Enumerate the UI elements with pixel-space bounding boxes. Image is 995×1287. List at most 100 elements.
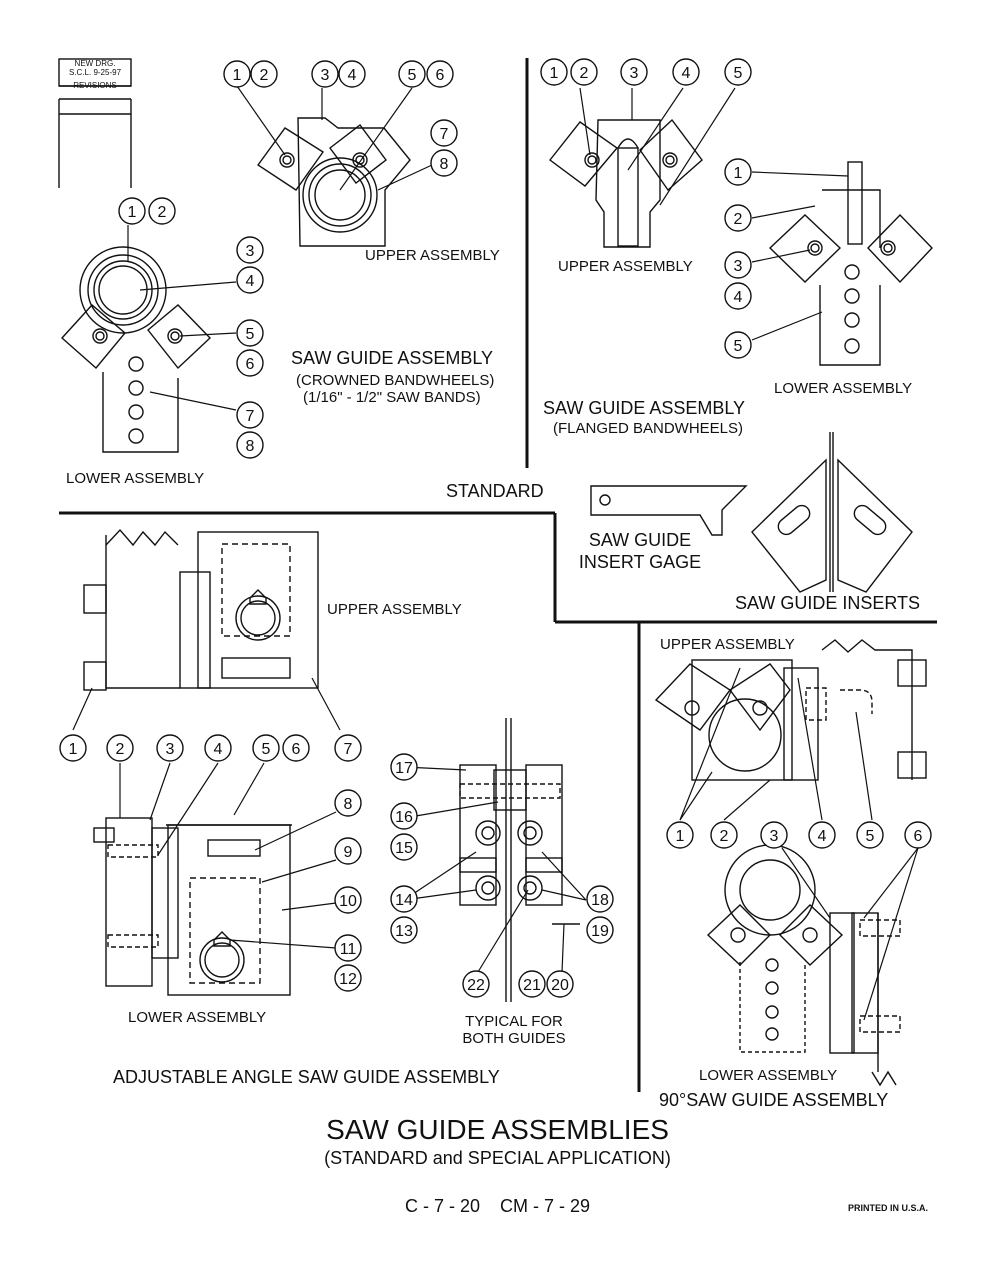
callout: 2 <box>580 65 589 82</box>
revision-date: S.C.L. 9-25-97 <box>68 68 122 77</box>
callout: 4 <box>818 828 827 845</box>
callout: 10 <box>339 893 357 910</box>
crowned-lower-assembly <box>61 246 211 453</box>
callout: 5 <box>734 65 743 82</box>
callout: 11 <box>340 941 357 958</box>
revisions-header: REVISIONS <box>73 81 117 90</box>
leader-lines <box>72 85 919 1021</box>
typical-guide-detail <box>459 718 580 1002</box>
adjustable-upper-assembly <box>83 528 319 691</box>
flanged-lower-label: LOWER ASSEMBLY <box>774 380 913 397</box>
standard-label: STANDARD <box>446 481 544 501</box>
flanged-title: SAW GUIDE ASSEMBLY <box>543 398 746 418</box>
callout: 5 <box>408 67 417 84</box>
crowned-saw-bands: (1/16" - 1/2" SAW BANDS) <box>303 389 481 406</box>
callout: 6 <box>436 67 445 84</box>
callout: 9 <box>344 844 353 861</box>
callout: 3 <box>321 67 330 84</box>
callout: 1 <box>233 67 242 84</box>
callout: 22 <box>467 977 485 994</box>
callout: 21 <box>523 977 541 994</box>
callout: 2 <box>720 828 729 845</box>
callout: 13 <box>395 923 413 940</box>
callout: 5 <box>734 338 743 355</box>
page-number: C - 7 - 20 CM - 7 - 29 <box>404 1196 591 1216</box>
callout: 8 <box>344 796 353 813</box>
callout: 7 <box>344 741 353 758</box>
callout: 8 <box>246 438 255 455</box>
revision-block-text: NEW DRG. S.C.L. 9-25-97 REVISIONS <box>59 59 131 90</box>
flanged-subtitle: (FLANGED BANDWHEELS) <box>553 420 744 437</box>
crowned-upper-label: UPPER ASSEMBLY <box>365 247 500 264</box>
callout: 7 <box>440 126 449 143</box>
flanged-upper-label: UPPER ASSEMBLY <box>558 258 693 275</box>
callout: 19 <box>591 923 609 940</box>
callout: 4 <box>246 273 255 290</box>
ninety-title: 90°SAW GUIDE ASSEMBLY <box>659 1090 889 1110</box>
page-subtitle: (STANDARD and SPECIAL APPLICATION) <box>324 1148 671 1168</box>
callout: 17 <box>395 760 413 777</box>
callout: 1 <box>550 65 559 82</box>
callout: 18 <box>591 892 609 909</box>
adjustable-upper-label: UPPER ASSEMBLY <box>327 601 462 618</box>
callout-balloons <box>59 58 932 998</box>
callout: 2 <box>260 67 269 84</box>
callout: 3 <box>770 828 779 845</box>
crowned-upper-assembly <box>257 117 411 247</box>
insert-gage-line2: INSERT GAGE <box>578 552 702 572</box>
printed-in-usa: PRINTED IN U.S.A. <box>848 1203 929 1213</box>
page-title: SAW GUIDE ASSEMBLIES <box>326 1114 669 1145</box>
adjustable-lower-label: LOWER ASSEMBLY <box>128 1009 267 1026</box>
crowned-lower-label: LOWER ASSEMBLY <box>66 470 205 487</box>
ninety-upper-assembly <box>654 639 927 781</box>
callout: 5 <box>262 741 271 758</box>
callout: 3 <box>734 258 743 275</box>
callout: 8 <box>440 156 449 173</box>
revision-new-drawing: NEW DRG. <box>74 59 116 68</box>
callout: 1 <box>676 828 685 845</box>
flanged-lower-assembly <box>768 161 933 366</box>
adjustable-lower-assembly <box>93 817 292 996</box>
saw-guide-insert-gage <box>590 485 748 536</box>
callout: 2 <box>158 204 167 221</box>
callout: 12 <box>339 971 357 988</box>
callout: 2 <box>116 741 125 758</box>
callout: 6 <box>246 356 255 373</box>
flanged-upper-assembly <box>549 118 703 248</box>
callout: 5 <box>246 326 255 343</box>
typical-note: TYPICAL FOR BOTH GUIDES <box>452 1013 576 1047</box>
ninety-upper-label: UPPER ASSEMBLY <box>660 636 795 653</box>
insert-gage-label: SAW GUIDE INSERT GAGE <box>572 529 708 573</box>
typical-line1: TYPICAL FOR <box>465 1013 563 1030</box>
callout: 2 <box>734 211 743 228</box>
saw-guide-inserts-label: SAW GUIDE INSERTS <box>735 593 921 613</box>
callout: 20 <box>551 977 569 994</box>
callout: 1 <box>128 204 137 221</box>
callout: 6 <box>292 741 301 758</box>
callout: 4 <box>682 65 691 82</box>
callout: 7 <box>246 408 255 425</box>
callout: 16 <box>395 809 413 826</box>
callout: 4 <box>348 67 357 84</box>
revision-block <box>58 58 132 188</box>
callout: 4 <box>214 741 223 758</box>
callout: 3 <box>166 741 175 758</box>
callout: 3 <box>630 65 639 82</box>
callout: 1 <box>69 741 78 758</box>
saw-guide-inserts <box>751 432 913 593</box>
section-dividers <box>59 58 937 1092</box>
crowned-subtitle: (CROWNED BANDWHEELS) <box>296 372 495 389</box>
ninety-lower-label: LOWER ASSEMBLY <box>699 1067 838 1084</box>
callout: 1 <box>734 165 743 182</box>
adjustable-title: ADJUSTABLE ANGLE SAW GUIDE ASSEMBLY <box>113 1067 500 1087</box>
callout: 15 <box>395 840 413 857</box>
crowned-title: SAW GUIDE ASSEMBLY <box>291 348 494 368</box>
callout: 6 <box>914 828 923 845</box>
callout: 14 <box>395 892 413 909</box>
insert-gage-line1: SAW GUIDE <box>588 530 692 550</box>
typical-line2: BOTH GUIDES <box>462 1030 566 1047</box>
callout: 3 <box>246 243 255 260</box>
callout: 4 <box>734 289 743 306</box>
